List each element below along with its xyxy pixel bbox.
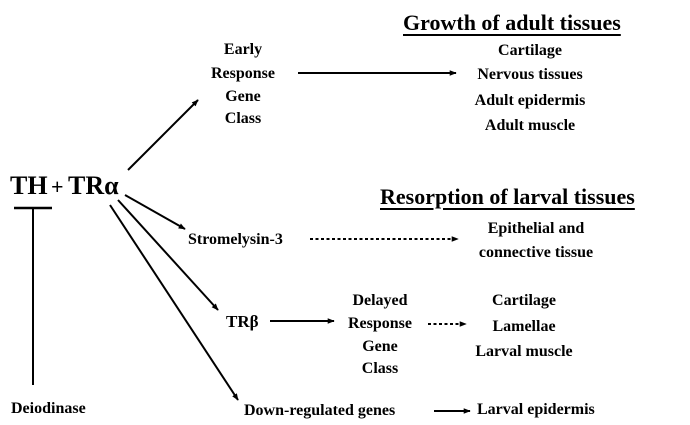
stromelysin-label: Stromelysin-3 [188, 231, 283, 248]
arrow-to-stromelysin [124, 194, 186, 230]
adult-tissue-item: Adult muscle [484, 117, 576, 134]
adult-tissue-item: Nervous tissues [477, 66, 583, 83]
adult-tissue-item: Adult epidermis [474, 92, 586, 109]
stromelysin-target-line: Epithelial and [487, 220, 585, 237]
larval-epidermis-label: Larval epidermis [477, 401, 595, 418]
larval-target-item: Larval muscle [475, 343, 573, 360]
arrow-to-tr-beta [117, 199, 219, 311]
heading-resorption-larval: Resorption of larval tissues [380, 184, 635, 209]
early-gene-class-line: Gene [225, 88, 261, 105]
delayed-gene-class-line: Gene [362, 338, 398, 355]
adult-tissue-item: Cartilage [498, 42, 562, 59]
tr-alpha-label: TRα [68, 171, 119, 200]
stromelysin-target-line: connective tissue [478, 244, 594, 261]
tr-beta-label: TRβ [226, 312, 259, 331]
heading-growth-adult: Growth of adult tissues [403, 10, 621, 35]
plus-sign: + [51, 174, 64, 199]
larval-target-item: Cartilage [492, 292, 556, 309]
early-gene-class-line: Early [223, 41, 263, 58]
th-label: TH [10, 171, 48, 200]
delayed-gene-class-line: Class [361, 360, 399, 377]
delayed-gene-class-line: Response [347, 315, 413, 332]
deiodinase-label: Deiodinase [11, 400, 86, 417]
down-regulated-label: Down-regulated genes [244, 402, 396, 419]
arrow-to-early-genes [127, 99, 199, 171]
early-gene-class-line: Class [224, 110, 262, 127]
larval-target-item: Lamellae [492, 318, 556, 335]
arrow-to-down-regulated [109, 204, 239, 401]
early-gene-class-line: Response [210, 65, 276, 82]
delayed-gene-class-line: Delayed [352, 292, 408, 309]
